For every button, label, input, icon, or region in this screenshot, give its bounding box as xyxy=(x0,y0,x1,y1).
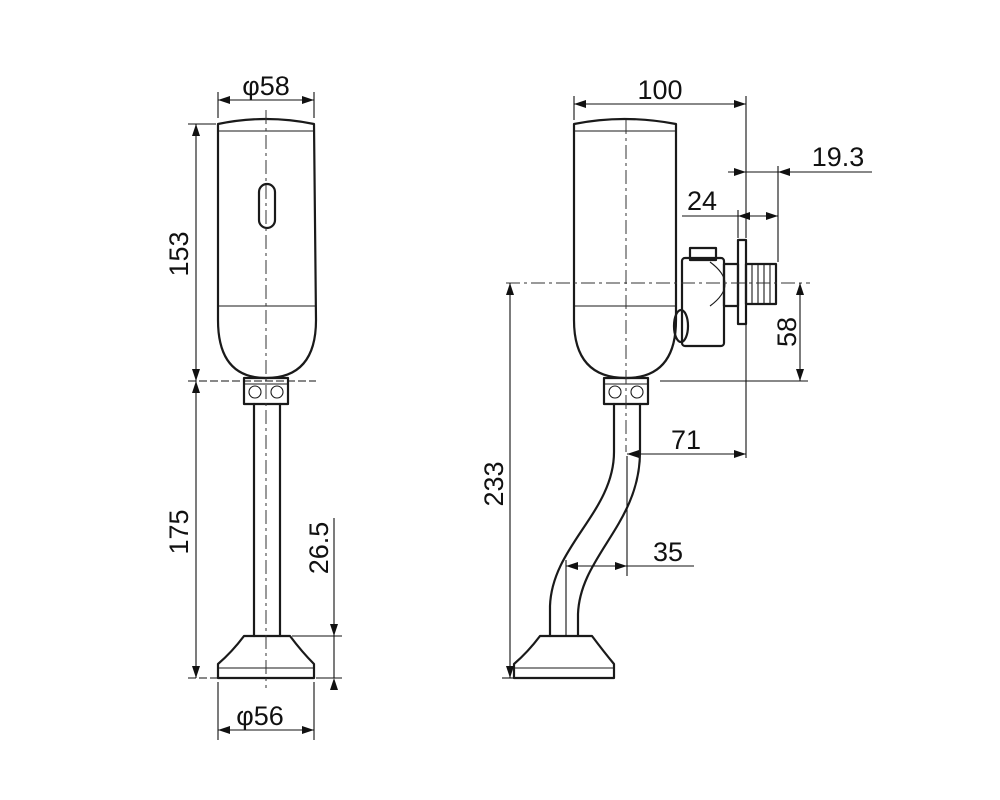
side-valve-curve xyxy=(709,261,726,307)
front-nut-bolt-right xyxy=(270,385,284,399)
dim-body-height: 153 xyxy=(164,231,194,276)
side-base xyxy=(512,634,616,680)
dim-total-height: 233 xyxy=(479,461,509,506)
front-base xyxy=(216,634,316,680)
side-body-outline xyxy=(572,117,678,380)
front-nut-bolt-left xyxy=(248,385,262,399)
side-valve-cap xyxy=(688,246,718,262)
dim-inlet-height: 58 xyxy=(772,317,802,347)
side-dimensions: 100 19.3 24 58 71 35 xyxy=(479,75,872,679)
dim-overall-depth: 100 xyxy=(637,75,682,105)
dim-pipe-offset: 35 xyxy=(653,537,683,567)
side-nut-bolt-right xyxy=(630,385,644,399)
side-inlet-thread xyxy=(744,262,778,306)
side-pipe-front xyxy=(548,402,616,638)
side-valve-knob xyxy=(672,308,690,344)
dim-flange-offset: 19.3 xyxy=(812,142,865,172)
dim-base-diameter: φ56 xyxy=(236,701,284,731)
side-view xyxy=(506,117,810,680)
front-body-outline xyxy=(216,117,318,380)
dim-base-height: 26.5 xyxy=(304,522,334,575)
side-nut-bolt-left xyxy=(608,385,622,399)
dim-pipe-length: 175 xyxy=(164,509,194,554)
sensor-window xyxy=(257,182,277,230)
front-dimensions: φ58 153 175 26.5 φ56 xyxy=(164,71,342,740)
front-view xyxy=(216,110,318,688)
side-pipe-back xyxy=(576,402,642,638)
dim-connector-width: 24 xyxy=(687,186,717,216)
side-flange xyxy=(736,238,748,326)
dim-outlet-offset: 71 xyxy=(671,425,701,455)
side-connector xyxy=(722,262,740,308)
dim-top-diameter: φ58 xyxy=(242,71,290,101)
